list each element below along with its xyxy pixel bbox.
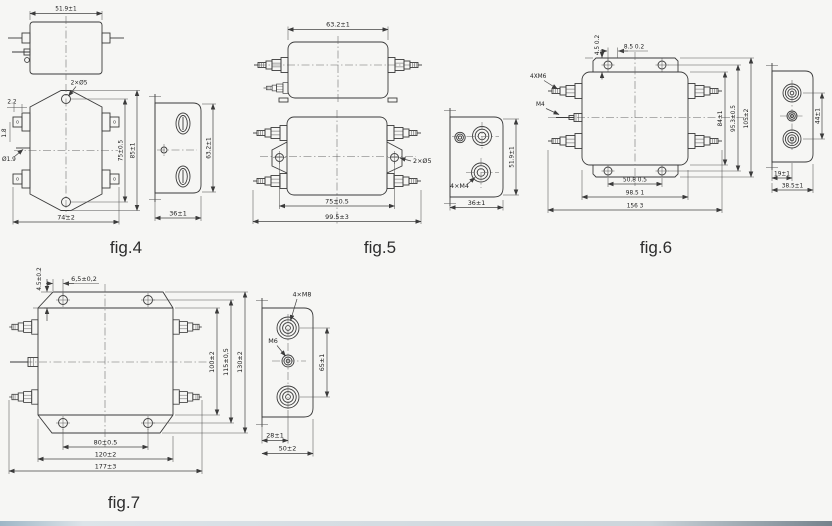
dim-overall-height: 130±2 <box>236 351 244 373</box>
dim-bracket-height: 4.5 0.2 <box>595 35 601 56</box>
dim-hole-row-spacing: 115±0,5 <box>222 348 230 376</box>
dim-hole-row-spacing: 95.3±0.5 <box>731 105 737 132</box>
fig5-drawing: 63.2±1 2×Ø5 75±0.5 99.5±3 <box>252 21 519 257</box>
dim-side-center-offset: 19±1 <box>774 172 790 178</box>
fig6-drawing: 4XM6 M4 4.5 0.2 8.5 0.2 84±1 95.3±0.5 10… <box>530 35 825 257</box>
dim-side-terminal-spacing: 44±1 <box>816 108 822 124</box>
fig5-top-view: 63.2±1 <box>253 21 423 104</box>
dim-terminal-thread: 4XM6 <box>530 74 547 80</box>
dim-overall-width: 177±3 <box>95 463 117 471</box>
dim-hole-offset: 6,5±0,2 <box>71 275 97 283</box>
dim-pin-thread: M6 <box>268 337 278 345</box>
dim-pin-diameter: Ø1.9 <box>2 156 16 163</box>
fig5-caption: fig.5 <box>364 238 396 257</box>
dim-side-terminal-spacing: 65±1 <box>318 354 326 372</box>
fig4-caption: fig.4 <box>110 238 142 257</box>
fig7-drawing: 4.5±0.2 6,5±0,2 100±2 115±0,5 130±2 80±0… <box>8 267 330 512</box>
dim-bracket-height: 4.5±0.2 <box>37 267 43 291</box>
dim-terminal-thread: 4×M8 <box>292 291 311 299</box>
dim-top-width: 63.2±1 <box>326 21 350 29</box>
fig7-front-view: 4.5±0.2 6,5±0,2 100±2 115±0,5 130±2 80±0… <box>8 267 248 474</box>
dim-mount-holes: 2×Ø5 <box>413 157 432 165</box>
fig7-caption: fig.7 <box>108 493 140 512</box>
dim-body-width: 98.5 1 <box>626 191 645 197</box>
fig6-caption: fig.6 <box>640 238 672 257</box>
dim-hole-spacing: 50.8 0.5 <box>623 178 647 184</box>
dim-side-width: 36±1 <box>468 199 486 207</box>
dim-side-width: 50±2 <box>279 445 297 453</box>
dim-tab-gap: 1.8 <box>2 128 8 138</box>
fig4-drawing: 51.9±1 2×Ø5 2.2 1.8 Ø1.9 75±0.5 85±1 <box>2 7 216 257</box>
dim-hole-spacing: 75±0.5 <box>119 139 125 161</box>
dim-pin-thread: M4 <box>536 102 545 108</box>
dim-overall-width: 156 3 <box>627 204 644 210</box>
dim-side-width: 36±1 <box>169 210 187 218</box>
dim-terminal-thread: 4×M4 <box>450 182 469 190</box>
dim-hole-spacing: 75±0.5 <box>325 198 349 206</box>
fig4-side-view: 63.2±1 36±1 <box>149 94 216 221</box>
dim-tab-offset: 2.2 <box>7 100 17 106</box>
fig7-side-view: 4×M8 M6 65±1 28±1 50±2 <box>256 291 330 457</box>
dim-body-width: 120±2 <box>95 451 117 459</box>
dim-side-height: 63.2±1 <box>207 137 213 159</box>
dim-overall-height: 85±1 <box>131 142 137 158</box>
fig6-front-view: 4XM6 M4 4.5 0.2 8.5 0.2 84±1 95.3±0.5 10… <box>530 35 754 213</box>
bottom-edge-bar <box>0 521 832 526</box>
dim-side-height: 51.9±1 <box>510 146 516 168</box>
fig6-side-view: 44±1 19±1 38.5±1 <box>766 63 825 193</box>
fig5-side-view: 4×M4 51.9±1 36±1 <box>444 108 519 211</box>
dim-body-width: 74±2 <box>57 214 75 222</box>
dim-body-height: 100±2 <box>208 351 216 373</box>
dim-overall-height: 105±2 <box>744 108 750 128</box>
dim-hole-spacing: 80±0.5 <box>94 439 118 447</box>
dim-side-center-offset: 28±1 <box>266 432 284 440</box>
dim-body-height: 84±1 <box>718 110 724 126</box>
dim-top-width: 51.9±1 <box>55 7 77 13</box>
fig5-front-view: 2×Ø5 75±0.5 99.5±3 <box>252 110 432 226</box>
dim-hole-offset: 8.5 0.2 <box>624 45 645 51</box>
dim-mount-holes: 2×Ø5 <box>71 80 88 87</box>
fig4-front-view: 2×Ø5 2.2 1.8 Ø1.9 75±0.5 85±1 74±2 <box>2 80 140 225</box>
dim-side-width: 38.5±1 <box>782 184 804 190</box>
fig4-top-view: 51.9±1 <box>8 7 124 80</box>
dim-overall-width: 99.5±3 <box>325 213 349 221</box>
